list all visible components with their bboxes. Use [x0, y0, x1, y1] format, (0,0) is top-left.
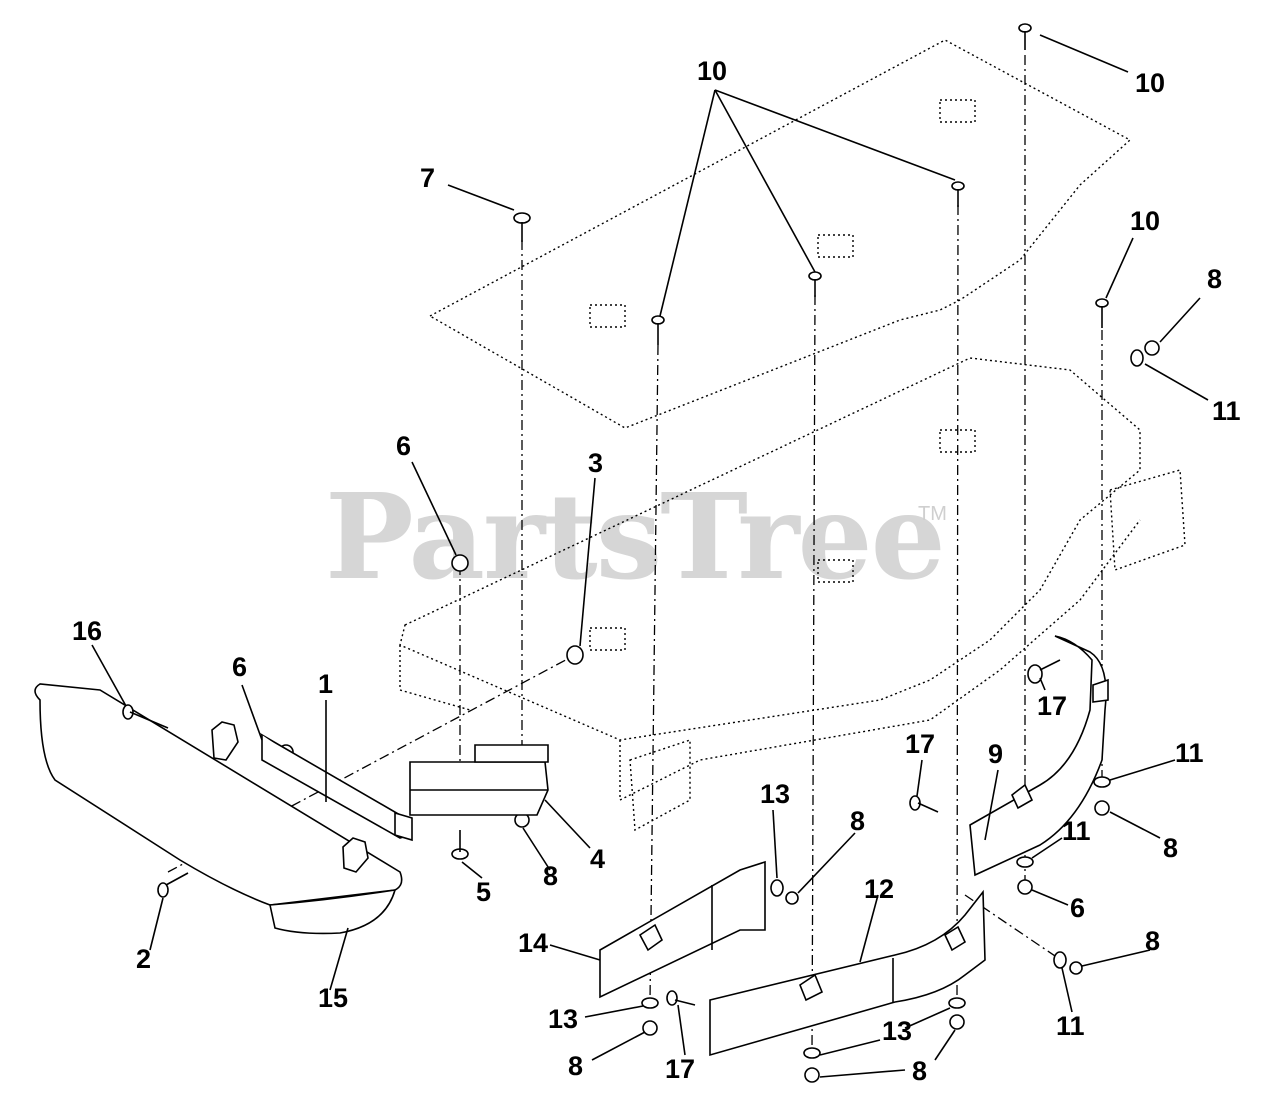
deck-housing: [399, 357, 1186, 832]
part-12-baffle: [709, 889, 986, 1057]
label-15: 15: [318, 983, 348, 1013]
label-6-left: 6: [232, 652, 247, 682]
label-13-mid: 13: [760, 779, 790, 809]
carriage-bolts: [513, 23, 1109, 345]
part-5-bolt: [451, 830, 469, 860]
bolt-7: [513, 212, 531, 242]
label-13-bottom-left: 13: [548, 1004, 578, 1034]
label-8-bottom: 8: [912, 1056, 927, 1086]
label-8-center: 8: [543, 861, 558, 891]
bolt-10-b: [808, 271, 822, 297]
label-17-right: 17: [1037, 691, 1067, 721]
label-7: 7: [420, 163, 435, 193]
label-17-mid: 17: [905, 729, 935, 759]
callout-labels: 10 10 7 10 8 11 6 3 16 6 1 17 17 9 11 13…: [72, 56, 1241, 1086]
label-10-top-right: 10: [1135, 68, 1165, 98]
top-plate: [428, 39, 1132, 429]
nuts-washers: [278, 340, 1160, 1083]
label-11-right: 11: [1175, 738, 1204, 768]
label-4: 4: [590, 844, 605, 874]
label-2: 2: [136, 944, 151, 974]
part-15-chute: [34, 683, 403, 935]
label-9: 9: [988, 739, 1003, 769]
label-16: 16: [72, 616, 102, 646]
label-12: 12: [864, 874, 894, 904]
part-2-bolt: [157, 872, 189, 898]
label-8-mid: 8: [850, 806, 865, 836]
part-16-bolt: [122, 704, 169, 729]
label-10-top: 10: [697, 56, 727, 86]
label-1: 1: [318, 669, 333, 699]
part-17-bolts: [666, 659, 1061, 1006]
bolt-10-a: [651, 315, 665, 345]
label-8-bottom-left: 8: [568, 1051, 583, 1081]
bolt-10-e: [1095, 298, 1109, 328]
label-3: 3: [588, 448, 603, 478]
part-14-baffle: [599, 860, 766, 999]
label-11-mid: 11: [1062, 816, 1091, 846]
leader-lines: [91, 34, 1209, 1078]
label-6-right: 6: [1070, 893, 1085, 923]
label-10-right: 10: [1130, 206, 1160, 236]
label-8-bottom-right: 8: [1145, 926, 1160, 956]
watermark-trademark: TM: [918, 503, 947, 525]
part-4-bracket: [409, 744, 549, 816]
bolt-10-c: [951, 181, 965, 207]
label-8-top-right: 8: [1207, 264, 1222, 294]
label-11-top-right: 11: [1212, 396, 1241, 426]
part-9-baffle: [969, 635, 1109, 877]
label-11-bottom-right: 11: [1056, 1011, 1085, 1041]
part-1-bracket: [260, 732, 413, 842]
label-14: 14: [518, 928, 548, 958]
label-13-bottom-mid: 13: [882, 1016, 912, 1046]
label-17-bottom: 17: [665, 1054, 695, 1084]
label-8-right: 8: [1163, 833, 1178, 863]
label-5: 5: [476, 877, 491, 907]
bolt-10-d: [1018, 23, 1032, 50]
label-6-center: 6: [396, 431, 411, 461]
